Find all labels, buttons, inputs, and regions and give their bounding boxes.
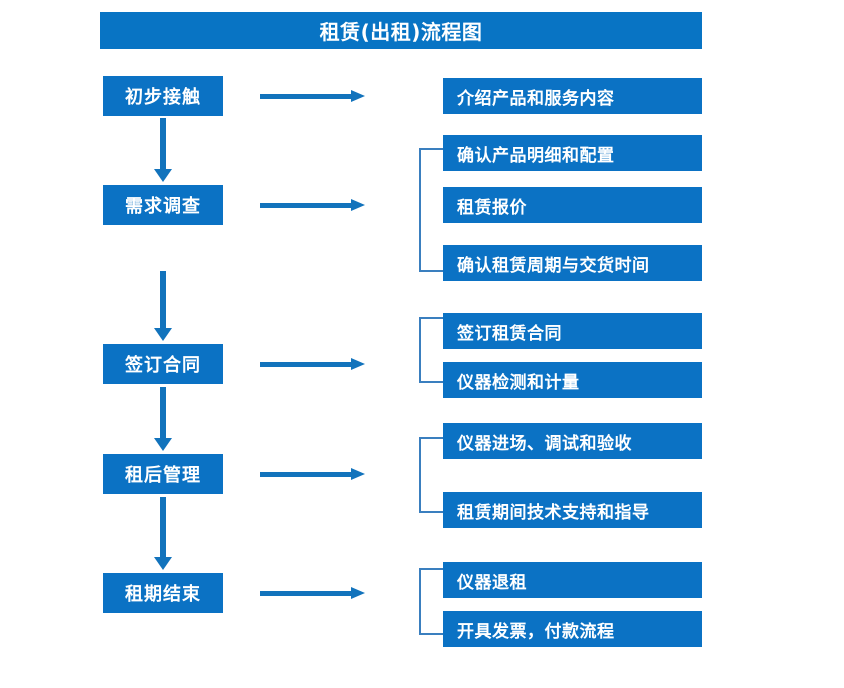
group-bracket-xuqiu-diaocha bbox=[419, 148, 443, 272]
arrow-head-down-icon bbox=[154, 169, 172, 182]
arrow-shaft bbox=[160, 497, 166, 557]
horizontal-arrow-1 bbox=[260, 88, 365, 104]
vertical-arrow-4 bbox=[154, 497, 172, 570]
vertical-arrow-2 bbox=[154, 271, 172, 341]
group-bracket-zuhou-guanli bbox=[419, 437, 443, 513]
arrow-head-right-icon bbox=[351, 199, 365, 211]
arrow-head-right-icon bbox=[351, 358, 365, 370]
arrow-shaft bbox=[260, 472, 352, 477]
vertical-arrow-3 bbox=[154, 387, 172, 451]
arrow-head-down-icon bbox=[154, 328, 172, 341]
detail-box-queren-zulin-zhouqi[interactable]: 确认租赁周期与交货时间 bbox=[443, 245, 702, 281]
detail-box-yiqi-jinchang-tiaoshi[interactable]: 仪器进场、调试和验收 bbox=[443, 423, 702, 459]
arrow-shaft bbox=[260, 362, 352, 367]
arrow-head-right-icon bbox=[351, 468, 365, 480]
arrow-shaft bbox=[160, 271, 166, 328]
arrow-head-right-icon bbox=[351, 90, 365, 102]
stage-box-qianding-hetong[interactable]: 签订合同 bbox=[103, 344, 223, 384]
horizontal-arrow-4 bbox=[260, 466, 365, 482]
detail-box-zulin-qijian-jishu[interactable]: 租赁期间技术支持和指导 bbox=[443, 492, 702, 528]
arrow-head-down-icon bbox=[154, 557, 172, 570]
detail-box-jieshao-chanpin-fuwu[interactable]: 介绍产品和服务内容 bbox=[443, 78, 702, 114]
arrow-shaft bbox=[160, 387, 166, 438]
group-bracket-zuqi-jieshu bbox=[419, 568, 443, 635]
stage-box-zuhou-guanli[interactable]: 租后管理 bbox=[103, 454, 223, 494]
arrow-shaft bbox=[260, 203, 352, 208]
detail-box-zulin-baojia[interactable]: 租赁报价 bbox=[443, 187, 702, 223]
detail-box-kaiju-fapiao-fukuan[interactable]: 开具发票，付款流程 bbox=[443, 611, 702, 647]
stage-box-xuqiu-diaocha[interactable]: 需求调查 bbox=[103, 185, 223, 225]
arrow-head-right-icon bbox=[351, 587, 365, 599]
arrow-shaft bbox=[260, 94, 352, 99]
arrow-head-down-icon bbox=[154, 438, 172, 451]
arrow-shaft bbox=[260, 591, 352, 596]
stage-box-chubu-jiechu[interactable]: 初步接触 bbox=[103, 76, 223, 116]
detail-box-yiqi-tuizu[interactable]: 仪器退租 bbox=[443, 562, 702, 598]
detail-box-qianding-zulin-hetong[interactable]: 签订租赁合同 bbox=[443, 313, 702, 349]
horizontal-arrow-3 bbox=[260, 356, 365, 372]
arrow-shaft bbox=[160, 118, 166, 169]
vertical-arrow-1 bbox=[154, 118, 172, 182]
group-bracket-qianding-hetong bbox=[419, 317, 443, 383]
page-title: 租赁(出租)流程图 bbox=[100, 12, 702, 49]
horizontal-arrow-2 bbox=[260, 197, 365, 213]
detail-box-queren-chanpin-mingxi[interactable]: 确认产品明细和配置 bbox=[443, 135, 702, 171]
horizontal-arrow-5 bbox=[260, 585, 365, 601]
stage-box-zuqi-jieshu[interactable]: 租期结束 bbox=[103, 573, 223, 613]
detail-box-yiqi-jiance-jiliang[interactable]: 仪器检测和计量 bbox=[443, 362, 702, 398]
